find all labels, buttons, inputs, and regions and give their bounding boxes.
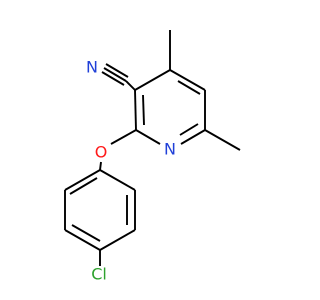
atom-labels: N N O Cl xyxy=(86,58,176,284)
ring-bond-c6-n-inner xyxy=(179,123,199,136)
ring-bond-n-c2 xyxy=(135,129,161,145)
pyridine-nitrogen-label: N xyxy=(164,140,176,159)
molecule-drawing: N N O Cl xyxy=(64,30,241,284)
nitrile-bond-2 xyxy=(101,71,125,86)
phenyl-bond-1-inner xyxy=(69,177,98,195)
ring-bond-c3-c4 xyxy=(134,69,171,91)
phenyl-bond-3 xyxy=(64,229,101,251)
ether-bond-ring xyxy=(110,129,137,145)
nitrile-bond-3 xyxy=(105,63,129,78)
phenyl-bond-6 xyxy=(99,169,136,191)
ring-bond-c2-c3-inner xyxy=(142,94,145,126)
methyl-bond-right xyxy=(204,129,241,151)
ring-bond-c4-c5 xyxy=(169,69,206,91)
ether-oxygen-label: O xyxy=(95,143,108,162)
phenyl-bond-3-inner xyxy=(71,224,101,242)
nitrile-nitrogen-label: N xyxy=(86,58,98,77)
structure-canvas: N N O Cl xyxy=(64,30,241,284)
chlorine-label: Cl xyxy=(91,265,107,284)
ether-bond-phenyl xyxy=(99,161,102,171)
nitrile-to-ring-bond xyxy=(125,80,136,91)
ring-bond-c5-c5-inner xyxy=(177,80,201,95)
phenyl-bond-4 xyxy=(99,229,136,251)
ring-bond-c6-n xyxy=(180,129,206,145)
bonds xyxy=(64,30,241,266)
phenyl-bond-1 xyxy=(64,169,101,191)
ring-bond-c2-c3 xyxy=(134,89,137,131)
nitrile-bond-1 xyxy=(103,67,127,82)
